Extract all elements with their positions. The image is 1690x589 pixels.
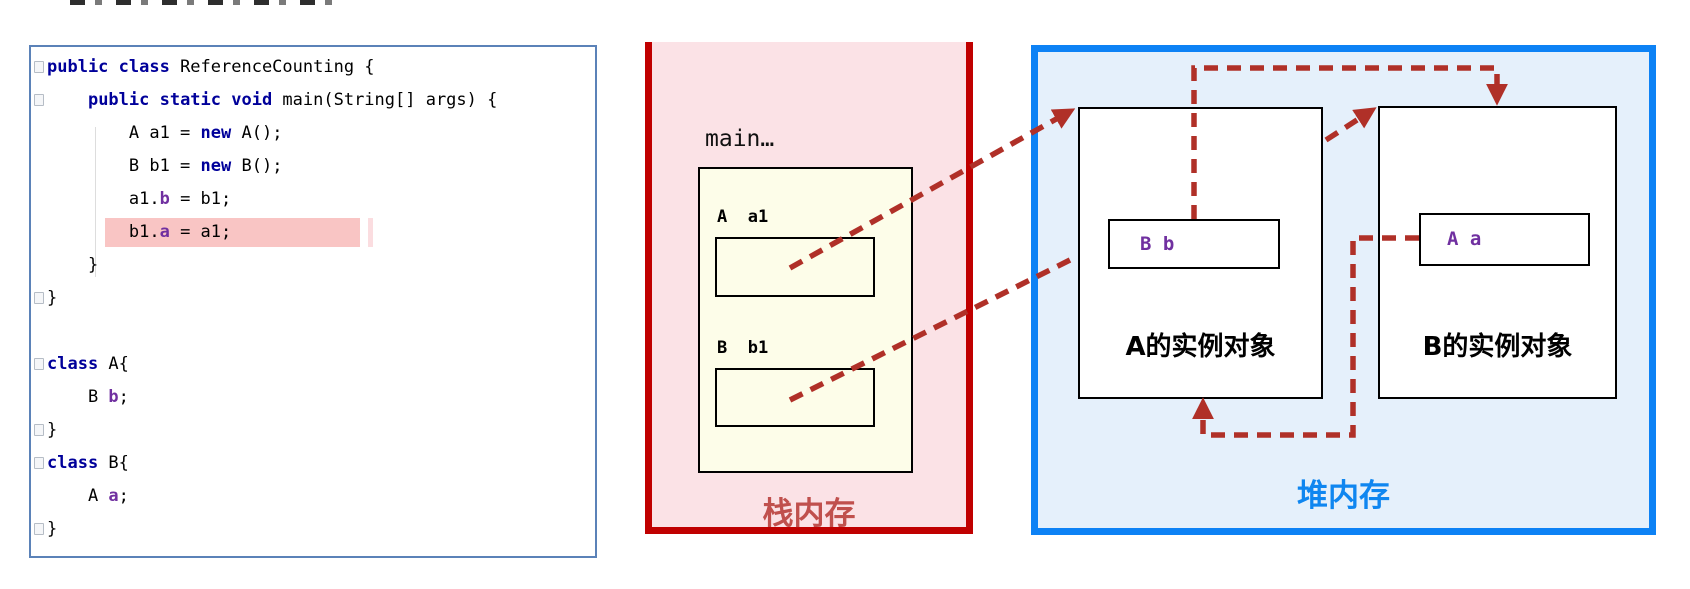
code-line: b1.a = a1; [31,216,595,249]
field-box-b: B b [1108,219,1280,269]
main-stack-frame: A a1 B b1 [698,167,913,473]
var-label-b1: B b1 [717,338,769,358]
code-line: A a; [47,486,129,506]
code-line: } [47,420,58,440]
code-line: } [47,519,58,539]
stack-frame-label: main… [705,126,775,152]
code-lines: public class ReferenceCounting { public … [31,51,595,546]
fold-marker-icon [34,94,44,106]
instance-box-a: B b A的实例对象 [1078,107,1323,399]
code-panel: public class ReferenceCounting { public … [29,45,597,558]
code-line: B b1 = new B(); [47,156,283,176]
fold-marker-icon [34,424,44,436]
code-line: a1.b = b1; [47,189,232,209]
field-box-a: A a [1419,213,1590,266]
stack-slot-b1 [715,368,875,427]
indent-guide [95,127,96,277]
stack-memory-box: main… A a1 B b1 栈内存 [645,42,973,534]
code-line: B b; [47,387,129,407]
stack-memory-label: 栈内存 [762,496,856,532]
code-line: A a1 = new A(); [47,123,283,143]
var-label-a1: A a1 [717,207,769,227]
code-line [31,315,595,348]
fold-marker-icon [34,523,44,535]
cropped-heading-fragment [70,0,345,5]
stack-slot-a1 [715,237,875,297]
code-line: public class ReferenceCounting { [47,57,375,77]
code-line: class B{ [47,453,129,473]
heap-memory-box: B b A的实例对象 A a B的实例对象 堆内存 [1031,45,1656,535]
fold-marker-icon [34,61,44,73]
fold-marker-icon [34,358,44,370]
fold-marker-icon [34,292,44,304]
instance-title-b: B的实例对象 [1422,332,1573,362]
fold-marker-icon [34,457,44,469]
instance-box-b: A a B的实例对象 [1378,106,1617,399]
code-line: } [47,255,99,275]
code-line: } [47,288,58,308]
heap-memory-label: 堆内存 [1297,478,1390,514]
instance-title-a: A的实例对象 [1125,332,1276,362]
code-line: class A{ [47,354,129,374]
code-line: public static void main(String[] args) { [87,90,498,110]
